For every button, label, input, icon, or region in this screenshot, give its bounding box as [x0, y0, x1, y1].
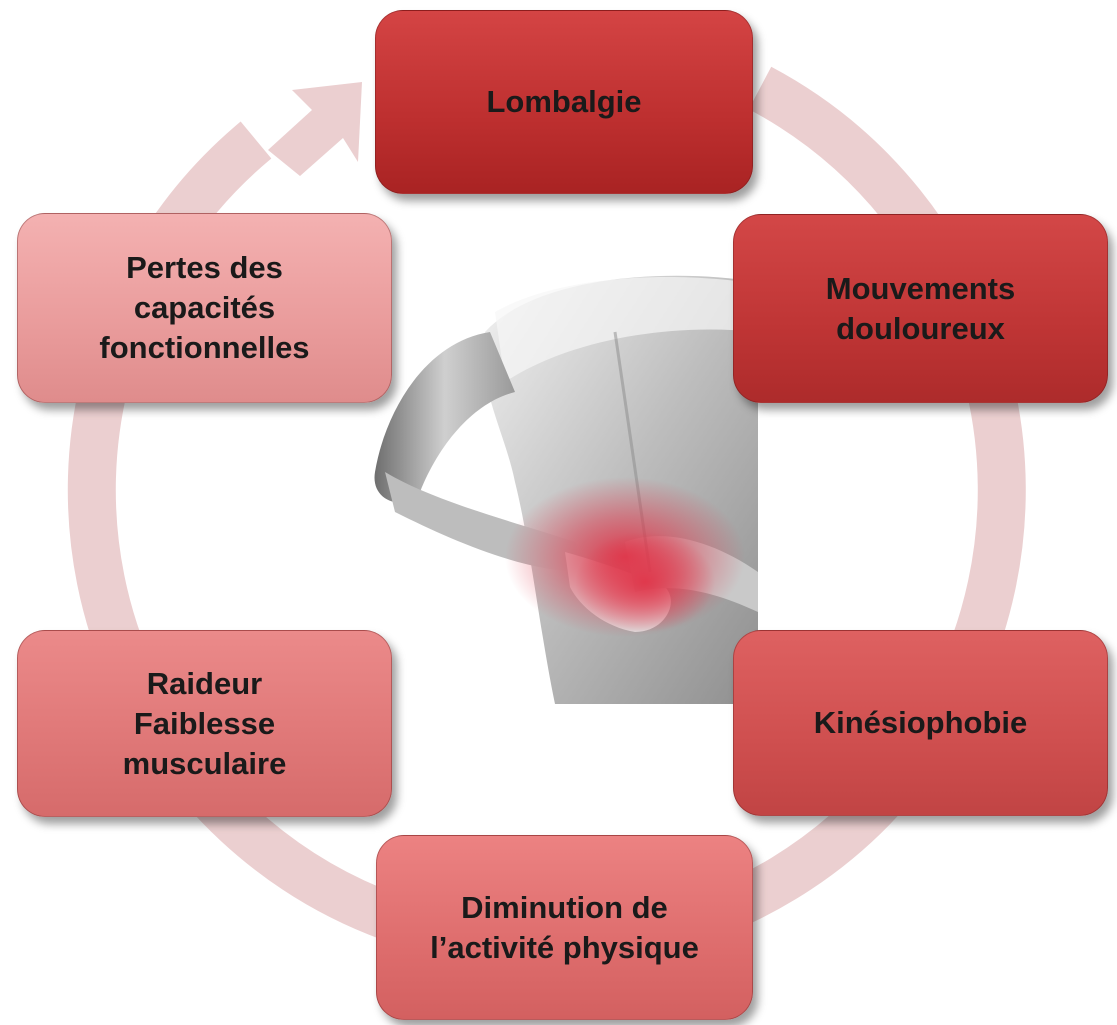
- node-raideur-faiblesse: Raideur Faiblesse musculaire: [17, 630, 392, 817]
- back-pain-photo: [365, 272, 758, 704]
- node-mouvements-douloureux: Mouvements douloureux: [733, 214, 1108, 403]
- node-label: Lombalgie: [486, 82, 641, 122]
- node-label: Mouvements douloureux: [826, 269, 1015, 349]
- node-pertes-capacites: Pertes des capacités fonctionnelles: [17, 213, 392, 403]
- node-label: Kinésiophobie: [814, 703, 1028, 743]
- node-kinesiophobie: Kinésiophobie: [733, 630, 1108, 816]
- node-label: Pertes des capacités fonctionnelles: [99, 248, 309, 368]
- cycle-ring-arrowhead: [268, 82, 362, 176]
- node-label: Raideur Faiblesse musculaire: [123, 664, 287, 784]
- node-diminution-activite: Diminution de l’activité physique: [376, 835, 753, 1020]
- node-lombalgie: Lombalgie: [375, 10, 753, 194]
- node-label: Diminution de l’activité physique: [430, 888, 699, 968]
